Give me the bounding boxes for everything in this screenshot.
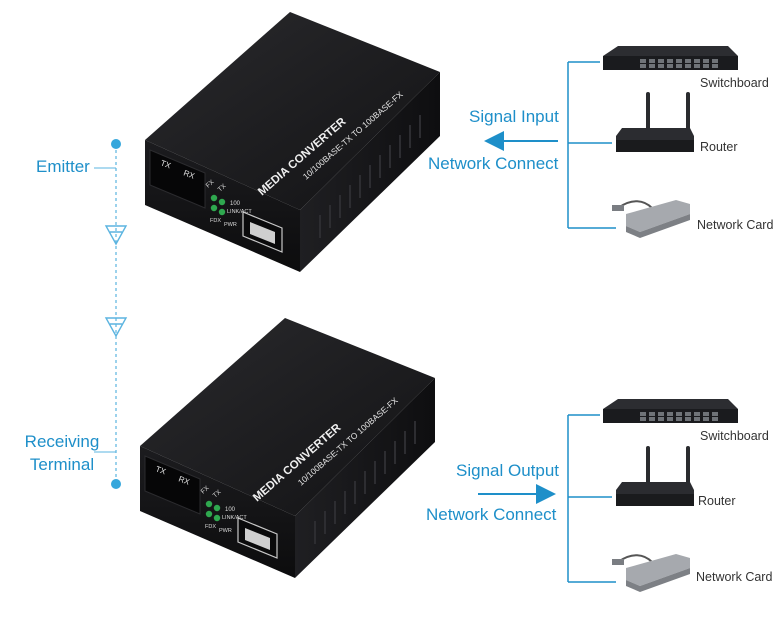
port-label-tx: TX [159, 158, 172, 170]
network-card-icon [612, 200, 690, 238]
left-connector [94, 139, 128, 489]
signal-output-label: Signal Output [456, 461, 560, 480]
port-label-rx: RX [177, 474, 191, 486]
router-icon [616, 446, 694, 506]
down-arrow-icon [104, 225, 128, 246]
device-label-switchboard: Switchboard [700, 429, 769, 443]
connector-dot-top [111, 139, 121, 149]
led-label-100: 100 [225, 507, 236, 513]
receiving-terminal-label: Receiving Terminal [24, 432, 100, 474]
media-converter-receiver: MEDIA CONVERTER 10/100BASE-TX TO 100BASE… [140, 318, 435, 578]
signal-input-label: Signal Input [469, 107, 559, 126]
led-label-tx: TX [212, 488, 223, 499]
led-label-fx: FX [205, 178, 216, 189]
led-label-pwr: PWR [219, 528, 232, 534]
router-icon [616, 92, 694, 152]
device-label-router: Router [698, 494, 736, 508]
bottom-device-bracket [567, 414, 616, 583]
device-label-router: Router [700, 140, 738, 154]
media-converter-emitter: MEDIA CONVERTER 10/100BASE-TX TO 100BASE… [145, 12, 440, 272]
connector-dot-bottom [111, 479, 121, 489]
port-label-tx: TX [154, 464, 167, 476]
network-connect-label-bottom: Network Connect [426, 505, 557, 524]
port-label-rx: RX [182, 168, 196, 180]
network-card-icon [612, 554, 690, 592]
network-connect-label-top: Network Connect [428, 154, 559, 173]
switchboard-icon [603, 399, 738, 423]
led-label-tx: TX [217, 182, 228, 193]
led-label-fx: FX [200, 484, 211, 495]
led-label-100: 100 [230, 201, 241, 207]
led-label-pwr: PWR [224, 222, 237, 228]
led-label-link: LINK/ACT [227, 209, 252, 215]
led-label-link: LINK/ACT [222, 515, 247, 521]
device-label-network-card: Network Card [696, 570, 773, 584]
device-label-network-card: Network Card [697, 218, 774, 232]
switchboard-icon [603, 46, 738, 70]
emitter-label: Emitter [36, 157, 90, 176]
led-label-fdx: FDX [210, 218, 221, 224]
device-label-switchboard: Switchboard [700, 76, 769, 90]
top-device-bracket [567, 61, 616, 229]
down-arrow-icon [104, 317, 128, 338]
led-label-fdx: FDX [205, 524, 216, 530]
